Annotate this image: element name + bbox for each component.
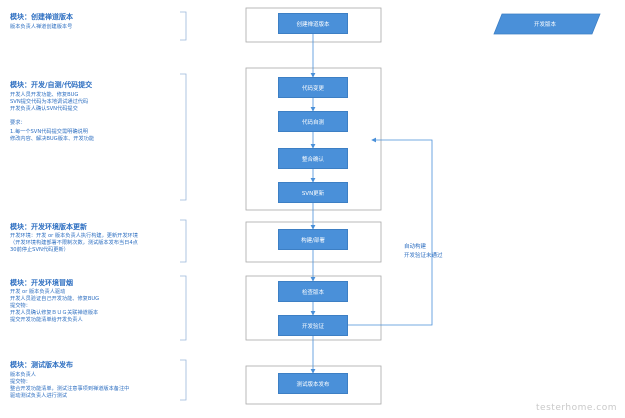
section-line: 版本负责人 <box>10 372 36 378</box>
section-line: 版本负责人禅道创建版本号 <box>10 24 73 30</box>
section-line: SVN提交代码为本地调试通过代码 <box>10 99 89 105</box>
section-line: 驱动测试负责人进行测试 <box>10 393 68 399</box>
step-integrate-confirm[interactable]: 整合确认 <box>278 148 348 169</box>
group-frames <box>245 7 382 405</box>
section-title-smoke: 模块：开发环境冒烟 <box>10 279 73 287</box>
step-svn-update[interactable]: SVN更新 <box>278 182 348 203</box>
section-line: 要求： <box>10 120 26 126</box>
step-check-version[interactable]: 检查版本 <box>278 281 348 302</box>
legend-shape <box>493 13 601 35</box>
section-line: 整合开发功能清单，测试注意事项到禅道版本备注中 <box>10 386 130 392</box>
section-line: （开发环境构建部署不限制次数，测试版本发布当日4点 <box>10 240 138 246</box>
step-code-change[interactable]: 代码变更 <box>278 77 348 98</box>
step-self-test[interactable]: 代码自测 <box>278 111 348 132</box>
step-test-release[interactable]: 测试版本发布 <box>278 373 348 394</box>
section-line: 提交物： <box>10 303 31 309</box>
feedback-label-1: 自动构建 <box>404 244 427 250</box>
step-dev-verify[interactable]: 开发验证 <box>278 315 348 336</box>
section-line: 开发负责人确认SVN代码提交 <box>10 106 78 112</box>
section-line: 1.每一个SVN代码提交需明确说明 <box>10 129 88 135</box>
watermark: testerhome.com <box>536 403 617 413</box>
section-line: 开发人员开发功能、修复BUG <box>10 92 79 98</box>
section-title-create-version: 模块：创建禅道版本 <box>10 13 73 21</box>
section-line: 修改内容、解决BUG版本、开发功能 <box>10 136 95 142</box>
section-brackets <box>180 11 187 401</box>
section-line: 开发 or 版本负责人驱动 <box>10 289 66 295</box>
step-create-version[interactable]: 创建禅道版本 <box>278 13 348 34</box>
legend-label: 开发版本 <box>533 22 556 28</box>
section-title-develop: 模块：开发/自测/代码提交 <box>10 81 93 89</box>
section-title-dev-env: 模块：开发环境版本更新 <box>10 223 87 231</box>
section-line: 提交物： <box>10 379 31 385</box>
section-line: 开发人员验证自己开发功能、修复BUG <box>10 296 100 302</box>
feedback-loop <box>348 137 433 326</box>
section-line: 提交开发功能清单给开发负责人 <box>10 317 83 323</box>
feedback-label-2: 开发验证未通过 <box>404 253 443 259</box>
section-line: 30前停止SVN代码更新） <box>10 247 69 253</box>
step-build-deploy[interactable]: 构建/部署 <box>278 229 348 250</box>
section-line: 开发环境：开发 or 版本负责人执行构建，更新开发环境 <box>10 233 138 239</box>
section-title-release: 模块：测试版本发布 <box>10 361 73 369</box>
section-line: 开发人员确认修复ＢＵＧ关联禅道版本 <box>10 310 99 316</box>
